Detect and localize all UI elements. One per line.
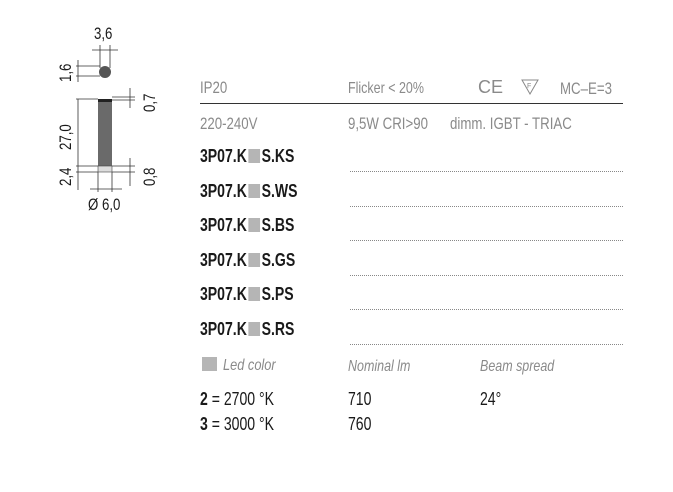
- color-placeholder-swatch: [248, 252, 261, 267]
- f-mark-icon: F: [520, 78, 540, 101]
- product-suffix: S.WS: [261, 180, 298, 201]
- product-prefix: 3P07.K: [200, 249, 247, 270]
- beam-spread-header: Beam spread: [480, 358, 555, 375]
- dimming: dimm. IGBT - TRIAC: [450, 114, 572, 133]
- product-suffix: S.RS: [261, 318, 295, 339]
- option-temp: = 2700 °K: [211, 389, 274, 409]
- led-color-swatch: [202, 357, 217, 371]
- option-temp: = 3000 °K: [211, 414, 274, 434]
- voltage: 220-240V: [200, 114, 258, 133]
- option-beam: 24°: [480, 389, 502, 409]
- option-code: 3: [200, 414, 208, 434]
- dotted-line: [350, 240, 623, 241]
- product-code: 3P07.K S.WS: [200, 181, 298, 202]
- dotted-line: [350, 274, 623, 276]
- power-cri: 9,5W CRI>90: [348, 114, 428, 133]
- product-prefix: 3P07.K: [200, 284, 247, 304]
- dotted-line: [350, 205, 623, 207]
- led-color-label: Led color: [223, 357, 277, 374]
- dotted-line: [350, 343, 623, 345]
- option-lm: 710: [348, 389, 372, 409]
- option-code: 2: [200, 389, 208, 409]
- option-lm: 760: [348, 414, 372, 434]
- color-placeholder-swatch: [248, 149, 261, 163]
- product-prefix: 3P07.K: [200, 180, 247, 201]
- nominal-lm-header: Nominal lm: [348, 358, 411, 375]
- product-prefix: 3P07.K: [200, 146, 247, 166]
- dim-bottom-left: 2,4: [56, 167, 75, 186]
- mc-rating: MC–E=3: [560, 79, 612, 98]
- product-code: 3P07.K S.PS: [200, 284, 294, 305]
- ip-rating: IP20: [200, 78, 228, 97]
- option-row-2700: 2 = 2700 °K: [200, 389, 274, 410]
- color-placeholder-swatch: [248, 321, 261, 336]
- flicker: Flicker < 20%: [348, 80, 424, 97]
- product-suffix: S.KS: [261, 146, 295, 166]
- product-suffix: S.BS: [261, 215, 295, 235]
- dim-top-right: 0,7: [140, 93, 159, 112]
- dim-height-top: 1,6: [56, 63, 75, 82]
- dotted-line: [350, 309, 623, 310]
- color-placeholder-swatch: [248, 218, 261, 232]
- product-code: 3P07.K S.BS: [200, 215, 294, 236]
- color-placeholder-swatch: [248, 287, 261, 301]
- product-code: 3P07.K S.GS: [200, 250, 295, 271]
- product-prefix: 3P07.K: [200, 215, 247, 235]
- dotted-line: [350, 171, 623, 172]
- option-row-3000: 3 = 3000 °K: [200, 414, 274, 435]
- product-code: 3P07.K S.KS: [200, 146, 294, 167]
- led-color-legend: Led color: [200, 357, 289, 375]
- ce-mark: CE: [478, 77, 504, 97]
- product-suffix: S.PS: [261, 284, 294, 304]
- dim-diameter: Ø 6,0: [88, 195, 121, 214]
- color-placeholder-swatch: [248, 183, 261, 198]
- product-code: 3P07.K S.RS: [200, 319, 294, 340]
- dim-body: 27,0: [56, 124, 75, 150]
- dim-bottom-right: 0,8: [140, 167, 159, 186]
- svg-text:F: F: [527, 83, 531, 90]
- product-prefix: 3P07.K: [200, 318, 247, 339]
- divider: [200, 103, 623, 104]
- product-suffix: S.GS: [261, 249, 296, 270]
- dim-width-top: 3,6: [94, 24, 113, 43]
